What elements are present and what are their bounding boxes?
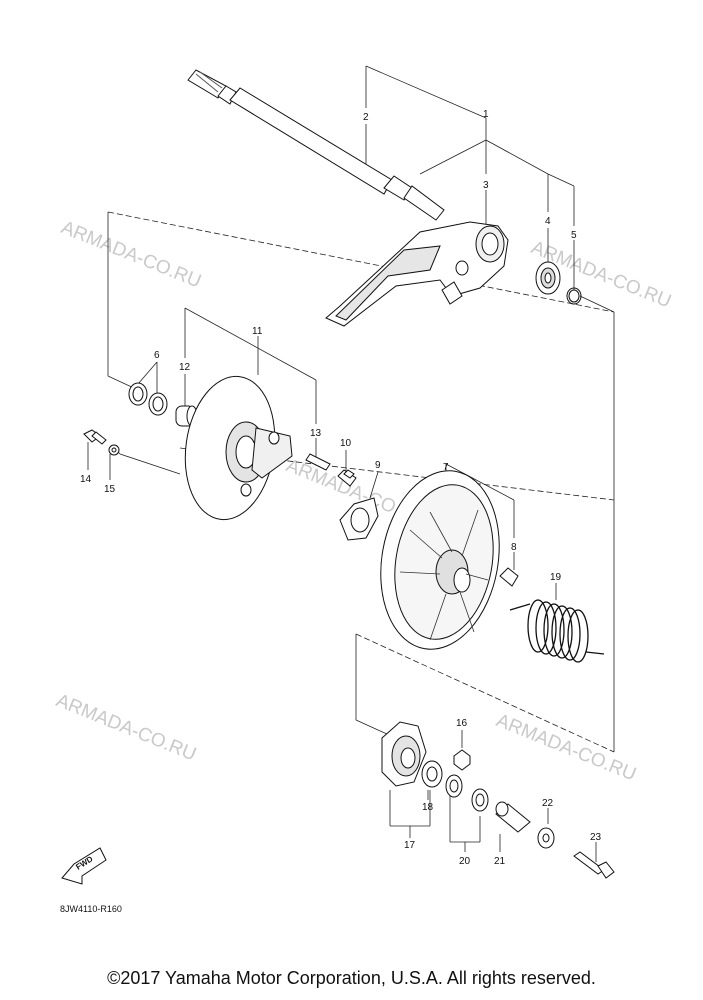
watermark: ARMADA-CO.RU <box>53 690 199 765</box>
callout-number: 1 <box>483 109 489 120</box>
callout-number: 13 <box>310 428 322 439</box>
bearing-part <box>535 261 561 295</box>
movable-sheave-part <box>380 470 500 650</box>
callout-number: 8 <box>511 542 517 553</box>
slider-part <box>499 567 519 587</box>
diagram-reference-code: 8JW4110-R160 <box>60 904 122 914</box>
copyright-notice: ©2017 Yamaha Motor Corporation, U.S.A. A… <box>107 968 596 988</box>
spring-part <box>509 599 605 663</box>
sheave-disc-part <box>184 375 293 521</box>
callout-number: 7 <box>443 462 449 473</box>
callout-number: 5 <box>571 230 577 241</box>
callout-number: 16 <box>456 718 468 729</box>
callout-number: 22 <box>542 798 554 809</box>
washer-part <box>537 827 555 849</box>
callout-number: 9 <box>375 460 381 471</box>
callout-number: 23 <box>590 832 602 843</box>
bracket-arm-part <box>325 221 509 327</box>
callout-number: 18 <box>422 802 434 813</box>
watermark: ARMADA-CO.RU <box>58 217 204 292</box>
nut-part <box>453 749 471 771</box>
callout-number: 6 <box>154 350 160 361</box>
callout-number: 3 <box>483 180 489 191</box>
bolt-part <box>83 429 120 456</box>
stud-part <box>305 453 331 471</box>
callout-number: 12 <box>179 362 191 373</box>
collar-part <box>495 801 531 833</box>
callout-number: 10 <box>340 438 352 449</box>
watermark: ARMADA-CO.RU <box>493 710 639 785</box>
callout-number: 4 <box>545 216 551 227</box>
callout-number: 15 <box>104 484 116 495</box>
callout-number: 19 <box>550 572 562 583</box>
callout-number: 11 <box>252 326 263 337</box>
bearing-part <box>421 760 443 788</box>
drive-shaft-part <box>187 69 445 221</box>
washer-part <box>445 774 489 812</box>
bolt-part <box>573 851 615 879</box>
washer-part <box>128 382 168 416</box>
callout-number: 21 <box>494 856 506 867</box>
leader-lines <box>87 65 615 862</box>
callout-number: 2 <box>363 112 369 123</box>
forward-direction-arrow-icon: FWD <box>61 847 107 885</box>
callout-number: 14 <box>80 474 92 485</box>
callout-number: 17 <box>404 840 416 851</box>
circlip-part <box>566 287 582 305</box>
cap-bracket-part <box>381 721 427 787</box>
fitting-part <box>337 469 357 487</box>
callout-number: 20 <box>459 856 471 867</box>
gasket-part <box>339 497 379 541</box>
